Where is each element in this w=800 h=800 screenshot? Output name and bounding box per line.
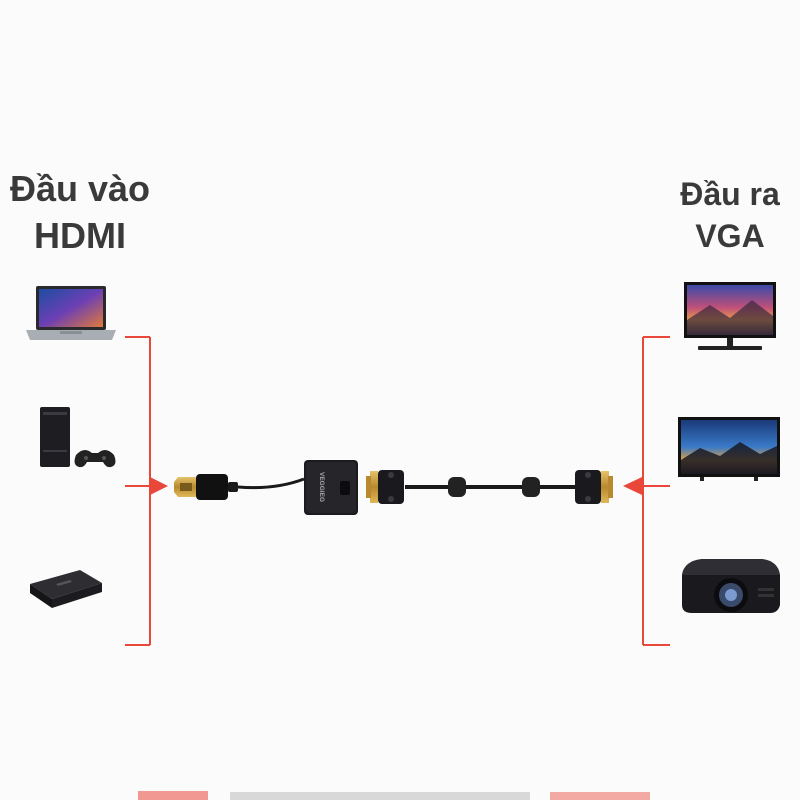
input-title: Đầu vào HDMI	[0, 166, 160, 260]
tv-box-icon	[30, 570, 102, 608]
hdmi-connector	[174, 474, 238, 500]
vga-cable	[405, 477, 575, 497]
footer-strip	[130, 788, 670, 800]
monitor-icon	[684, 282, 776, 350]
input-title-line1: Đầu vào	[9, 168, 151, 209]
output-bracket	[642, 336, 670, 646]
input-title-line2: HDMI	[34, 214, 126, 256]
laptop-icon	[26, 286, 116, 340]
adapter-brand: VEGGIEG	[318, 472, 325, 502]
adapter-box: VEGGIEG	[304, 460, 358, 515]
output-title: Đầu ra VGA	[660, 174, 800, 257]
input-bracket	[125, 336, 151, 646]
input-arrow	[150, 477, 168, 495]
vga-connector-right	[575, 470, 613, 504]
output-title-line2: VGA	[695, 217, 765, 254]
output-title-line1: Đầu ra	[680, 176, 780, 212]
output-arrow	[623, 477, 642, 495]
projector-icon	[682, 559, 780, 613]
game-console-icon	[40, 407, 116, 468]
tv-icon	[678, 417, 780, 481]
vga-connector-left	[366, 470, 404, 504]
hdmi-cable	[237, 477, 305, 490]
footer-text-fragment	[138, 791, 650, 800]
